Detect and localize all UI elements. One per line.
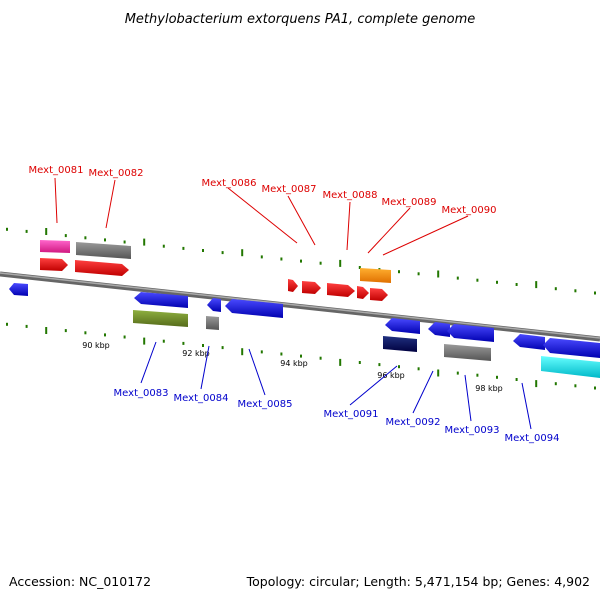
gene-label[interactable]: Mext_0089	[382, 197, 437, 208]
gene-orange[interactable]	[360, 268, 391, 283]
gene-label[interactable]: Mext_0088	[323, 190, 378, 201]
ruler-label: 90 kbp	[82, 341, 110, 350]
gene-label[interactable]: Mext_0084	[174, 393, 229, 404]
gene-label[interactable]: Mext_0093	[445, 425, 500, 436]
gene-mext-0094-a[interactable]	[513, 334, 545, 350]
gene-label[interactable]: Mext_0081	[29, 165, 84, 176]
gene-label[interactable]: Mext_0094	[505, 433, 560, 444]
gene-mext-0090[interactable]	[370, 288, 388, 301]
ruler-label: 98 kbp	[475, 384, 503, 393]
reverse-genes	[9, 283, 600, 378]
gene-forward-a[interactable]	[40, 258, 68, 271]
gene-mext-0084[interactable]	[207, 298, 221, 312]
callout-lines-bottom	[140, 341, 532, 430]
gene-mext-0093-gray[interactable]	[444, 344, 491, 361]
genome-backbone	[0, 271, 600, 342]
gene-label[interactable]: Mext_0092	[386, 417, 441, 428]
gene-mext-0085[interactable]	[225, 299, 283, 318]
gene-mext-0093[interactable]	[447, 324, 494, 342]
gene-mext-0083-olive[interactable]	[133, 310, 188, 327]
lower-ruler-ticks	[6, 322, 596, 390]
gene-mext-0094-b[interactable]	[543, 338, 600, 358]
gene-mext-0086[interactable]	[288, 279, 298, 292]
gene-mext-0082[interactable]	[76, 242, 131, 259]
gene-forward-b[interactable]	[75, 260, 129, 276]
callout-lines-top	[54, 177, 469, 256]
gene-label[interactable]: Mext_0090	[442, 205, 497, 216]
gene-mext-0091[interactable]	[385, 318, 420, 334]
ruler-label: 94 kbp	[280, 359, 308, 368]
ruler-label: 96 kbp	[377, 371, 405, 380]
map-title: Methylobacterium extorquens PA1, complet…	[125, 12, 476, 27]
accession-label: Accession: NC_010172	[9, 574, 151, 589]
gene-label[interactable]: Mext_0086	[202, 178, 257, 189]
gene-mext-0091-navy[interactable]	[383, 336, 417, 352]
gene-mext-0083[interactable]	[134, 292, 188, 308]
gene-label[interactable]: Mext_0091	[324, 409, 379, 420]
gene-label[interactable]: Mext_0083	[114, 388, 169, 399]
upper-ruler-ticks	[6, 227, 596, 295]
genome-stats: Topology: circular; Length: 5,471,154 bp…	[246, 574, 590, 589]
gene-mext-0089[interactable]	[357, 286, 369, 299]
gene-mext-0084-gray[interactable]	[206, 316, 219, 330]
ruler-label: 92 kbp	[182, 349, 210, 358]
gene-mext-0088[interactable]	[327, 283, 355, 297]
gene-labels-top: Mext_0081 Mext_0082 Mext_0086 Mext_0087 …	[29, 165, 497, 216]
gene-label[interactable]: Mext_0087	[262, 184, 317, 195]
gene-labels-bottom: Mext_0083 Mext_0084 Mext_0085 Mext_0091 …	[114, 388, 560, 444]
gene-mext-0087[interactable]	[302, 281, 321, 294]
forward-genes	[40, 240, 391, 301]
gene-mext-0094-cyan[interactable]	[541, 356, 600, 378]
gene-label[interactable]: Mext_0085	[238, 399, 293, 410]
gene-reverse-left[interactable]	[9, 283, 28, 296]
ruler-labels: 90 kbp 92 kbp 94 kbp 96 kbp 98 kbp	[82, 341, 503, 393]
gene-mext-0081[interactable]	[40, 240, 70, 253]
gene-label[interactable]: Mext_0082	[89, 168, 144, 179]
gene-mext-0092[interactable]	[428, 322, 450, 337]
